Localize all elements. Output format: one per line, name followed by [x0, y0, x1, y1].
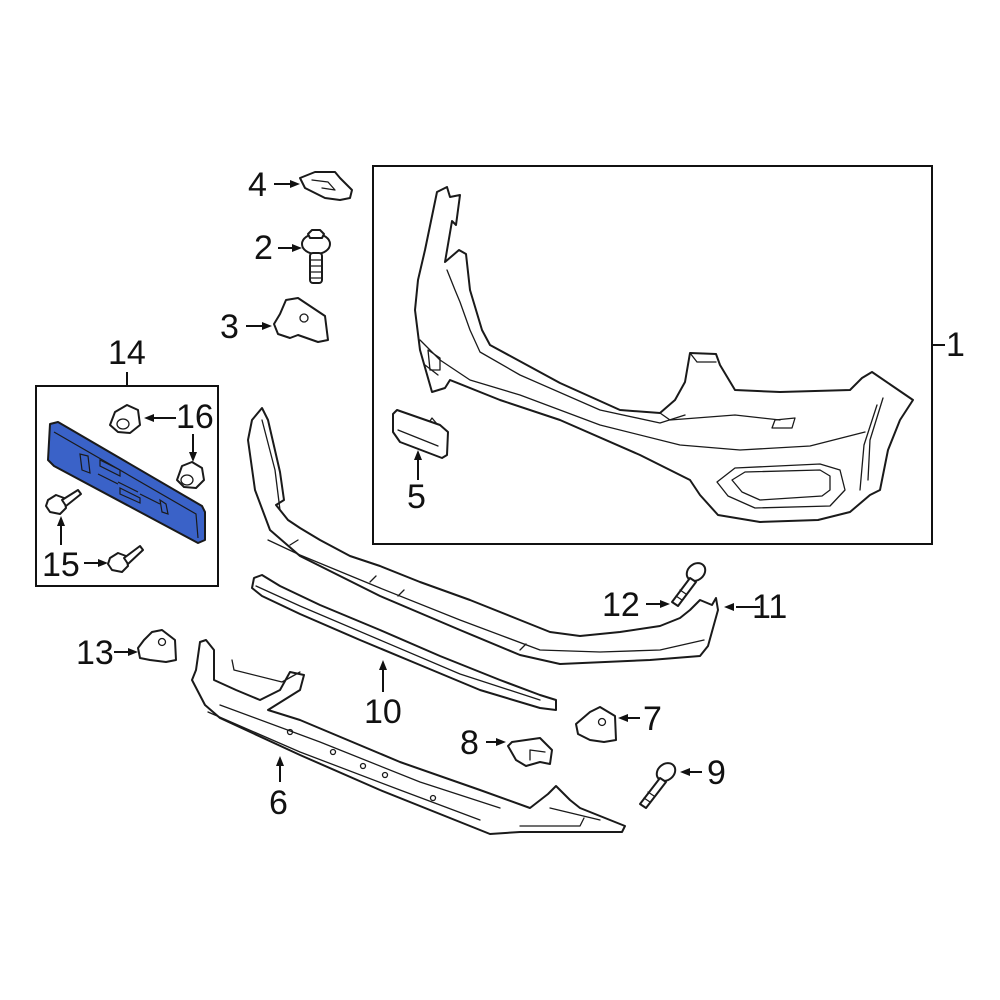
part-1-bumper-cover[interactable]: [414, 186, 914, 523]
part-2-bolt[interactable]: [301, 229, 331, 284]
part-4-clip[interactable]: [299, 171, 353, 201]
part-10-trim-molding[interactable]: [251, 574, 557, 711]
callout-4: 4: [248, 166, 267, 204]
callout-1: 1: [946, 326, 965, 364]
callout-12: 12: [602, 586, 640, 624]
callout-7: 7: [643, 700, 662, 738]
callout-8: 8: [460, 724, 479, 762]
callout-14: 14: [108, 334, 146, 372]
callout-13: 13: [76, 634, 114, 672]
part-7-retainer[interactable]: [575, 706, 617, 743]
assembly-box-1: [372, 165, 933, 545]
callout-5: 5: [407, 478, 426, 516]
callout-11: 11: [752, 588, 788, 626]
part-15-bolt[interactable]: [45, 489, 144, 573]
callout-9: 9: [707, 754, 726, 792]
callout-15: 15: [42, 546, 80, 584]
callout-6: 6: [269, 784, 288, 822]
part-11-lower-cover[interactable]: [247, 407, 719, 665]
callout-10: 10: [364, 693, 402, 731]
part-6-lower-valance[interactable]: [191, 639, 626, 835]
part-8-clip[interactable]: [507, 737, 553, 767]
part-12-screw[interactable]: [671, 559, 709, 607]
part-3-retainer[interactable]: [273, 297, 329, 343]
callout-2: 2: [254, 229, 273, 267]
part-9-screw[interactable]: [639, 759, 679, 809]
callout-3: 3: [220, 308, 239, 346]
part-5-tow-hook-cover[interactable]: [392, 409, 449, 459]
callout-16: 16: [176, 398, 214, 436]
part-14-license-bracket[interactable]: [47, 421, 206, 544]
part-13-retainer[interactable]: [137, 629, 177, 663]
part-16-nut[interactable]: [109, 404, 205, 489]
